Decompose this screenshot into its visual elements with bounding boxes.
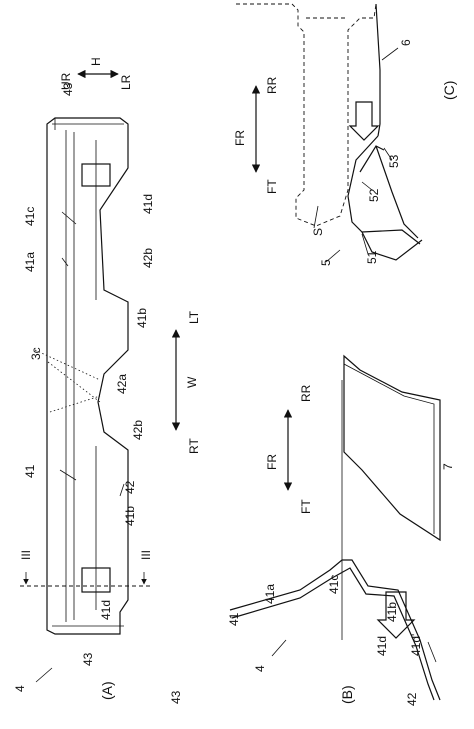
label-c-rr: RR <box>265 76 279 94</box>
leader-41c <box>61 211 77 225</box>
member-41-outline <box>46 117 129 635</box>
tab-41d-top <box>81 163 111 187</box>
label-43-bottom: 43 <box>81 652 95 666</box>
caption-a: (A) <box>99 681 115 700</box>
label-b-ft: FT <box>299 499 313 514</box>
tab-41d-bottom <box>81 567 111 593</box>
member-5-flange <box>361 231 423 261</box>
label-c-fr: FR <box>233 130 247 146</box>
label-b-4: 4 <box>253 665 267 672</box>
leader-c-52 <box>361 181 373 191</box>
label-41d-top: 41d <box>141 194 155 214</box>
leader-c-53 <box>383 147 393 161</box>
label-c-6: 6 <box>399 39 413 46</box>
leader-4-b <box>271 639 287 657</box>
label-41c: 41c <box>23 207 37 226</box>
label-41a: 41a <box>23 252 37 272</box>
member-7-outline <box>343 354 441 542</box>
label-c-52: 52 <box>367 188 381 202</box>
label-42a: 42a <box>115 374 129 394</box>
stray-label-43: 43 <box>169 690 183 704</box>
press-arrow <box>376 591 416 639</box>
panel-c <box>236 3 423 263</box>
member-7-inner <box>343 363 435 534</box>
leader-c-51 <box>361 233 369 255</box>
label-rt: RT <box>187 438 201 454</box>
label-lr: LR <box>119 74 133 90</box>
section-41-profile-inner <box>231 567 435 701</box>
label-section-left: III <box>19 550 33 560</box>
label-c-5: 5 <box>319 259 333 266</box>
panel-6-line <box>375 3 381 137</box>
member-5-outline <box>347 135 421 245</box>
leader-c-5 <box>325 249 341 263</box>
label-c-51: 51 <box>365 250 379 264</box>
label-b-fr: FR <box>265 454 279 470</box>
label-b-41d-prime: 41d' <box>409 634 423 656</box>
label-42b-top: 42b <box>141 248 155 268</box>
caption-c: (C) <box>441 81 457 100</box>
label-lt: LT <box>187 310 201 324</box>
label-b-41d: 41d <box>375 636 389 656</box>
label-43-top: 43 <box>61 82 75 96</box>
label-b-7: 7 <box>441 463 455 470</box>
member-5-inner <box>359 145 419 239</box>
leader-41 <box>59 469 77 481</box>
label-3c: 3c <box>29 347 43 360</box>
label-41b-top: 41b <box>135 308 149 328</box>
label-w: W <box>185 376 199 388</box>
panel-c-labels: 6 53 52 51 5 S (C) FT FR RR <box>233 39 457 266</box>
leader-41a <box>61 257 69 267</box>
label-h: H <box>89 57 103 66</box>
label-b-41: 41 <box>227 612 241 626</box>
caption-b: (B) <box>339 685 355 704</box>
boundary-3c <box>34 349 101 413</box>
label-41: 41 <box>23 464 37 478</box>
label-41d-bottom: 41d <box>99 600 113 620</box>
label-41b-bottom: 41b <box>123 506 137 526</box>
label-c-ft: FT <box>265 179 279 194</box>
section-41-profile <box>229 559 441 701</box>
label-b-41c: 41c <box>327 575 341 594</box>
label-section-right: III <box>139 550 153 560</box>
label-c-s: S <box>311 228 325 236</box>
label-42b-bottom: 42b <box>131 420 145 440</box>
seat-s-outline <box>236 3 377 227</box>
label-42: 42 <box>123 480 137 494</box>
leader-c-6 <box>381 47 399 61</box>
label-b-41b: 41b <box>385 602 399 622</box>
panel-a-labels: 43 UR H LR 41c 41a 41d 42b 41b 3c 42a 42… <box>13 57 201 700</box>
label-c-53: 53 <box>387 154 401 168</box>
label-b-rr: RR <box>299 384 313 402</box>
press-arrow-c <box>348 101 380 141</box>
label-4: 4 <box>13 685 27 692</box>
end-cap-43-top <box>52 118 124 130</box>
label-b-42: 42 <box>405 692 419 706</box>
panel-b <box>229 354 441 701</box>
leader-42 <box>119 483 125 497</box>
leader-4 <box>35 667 53 683</box>
leader-41d-prime <box>427 641 437 663</box>
label-ur: UR <box>59 72 73 90</box>
panel-a <box>20 69 181 683</box>
leader-c-s <box>313 205 319 229</box>
label-b-41a: 41a <box>263 584 277 604</box>
panel-b-labels: 7 41 41a 41c 41b 41d 41d' 42 4 (B) FT FR… <box>227 384 455 706</box>
